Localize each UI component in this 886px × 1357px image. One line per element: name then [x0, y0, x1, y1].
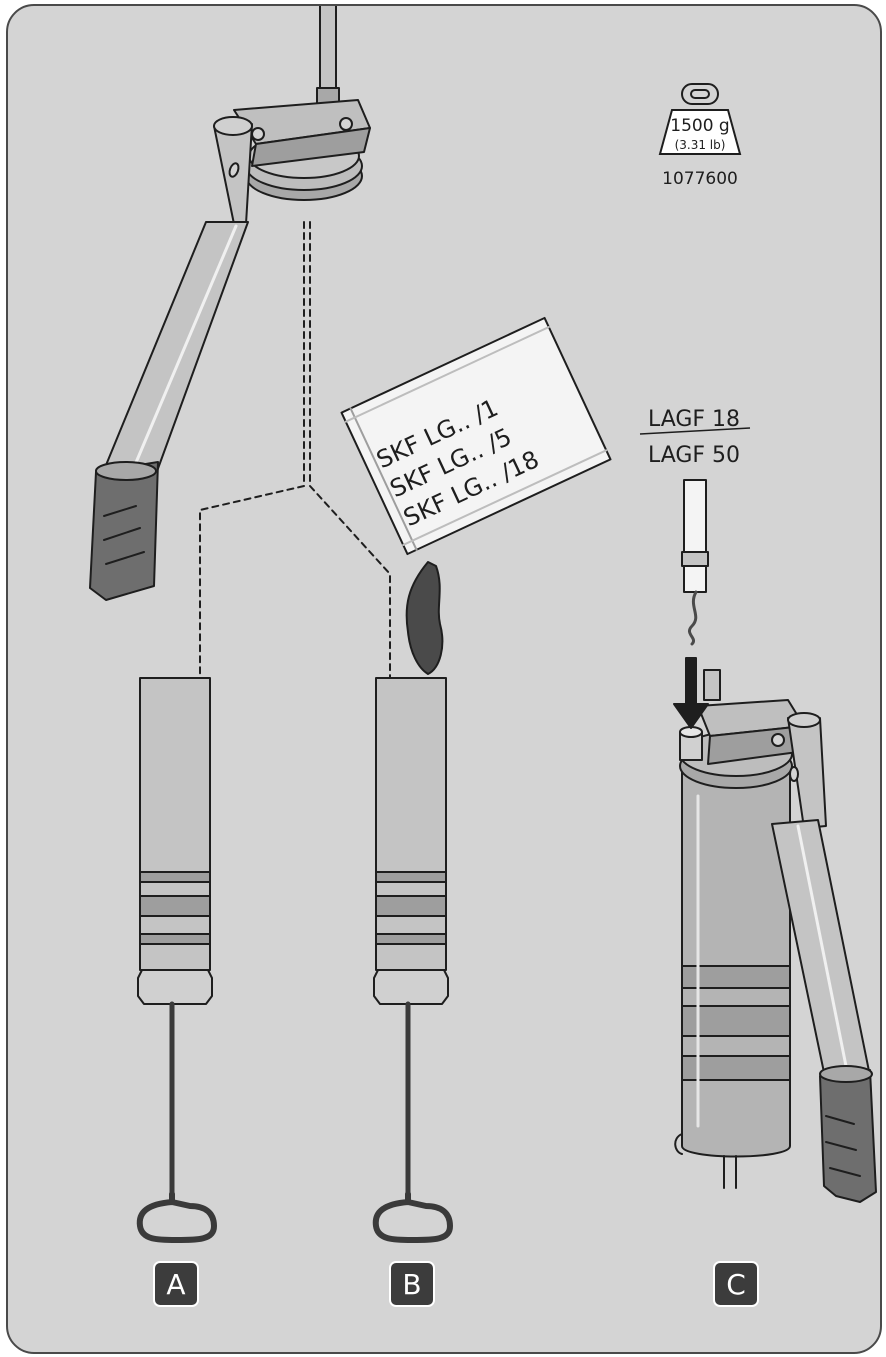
grease-gun-assembled [675, 670, 876, 1202]
step-badge-c: C [714, 1262, 758, 1306]
weight-mass: 1500 g [670, 116, 729, 136]
step-badge-a: A [154, 1262, 198, 1306]
barrel-a [138, 678, 214, 1240]
pump-label-bottom: LAGF 50 [648, 443, 740, 468]
instruction-panel: SKF LG.. /1 SKF LG.. /5 SKF LG.. /18 150… [6, 4, 882, 1354]
step-label-b: B [402, 1268, 421, 1301]
grease-blob-b [407, 562, 443, 674]
grease-gun-head-with-lever [90, 6, 370, 600]
step-label-c: C [726, 1268, 746, 1301]
weight-part-number: 1077600 [662, 169, 738, 189]
pump-label-top: LAGF 18 [648, 407, 740, 432]
weight-mass-imperial: (3.31 lb) [675, 138, 726, 152]
filler-hose [682, 480, 708, 644]
barrel-b [374, 678, 450, 1240]
step-badge-b: B [390, 1262, 434, 1306]
step-label-a: A [166, 1268, 185, 1301]
